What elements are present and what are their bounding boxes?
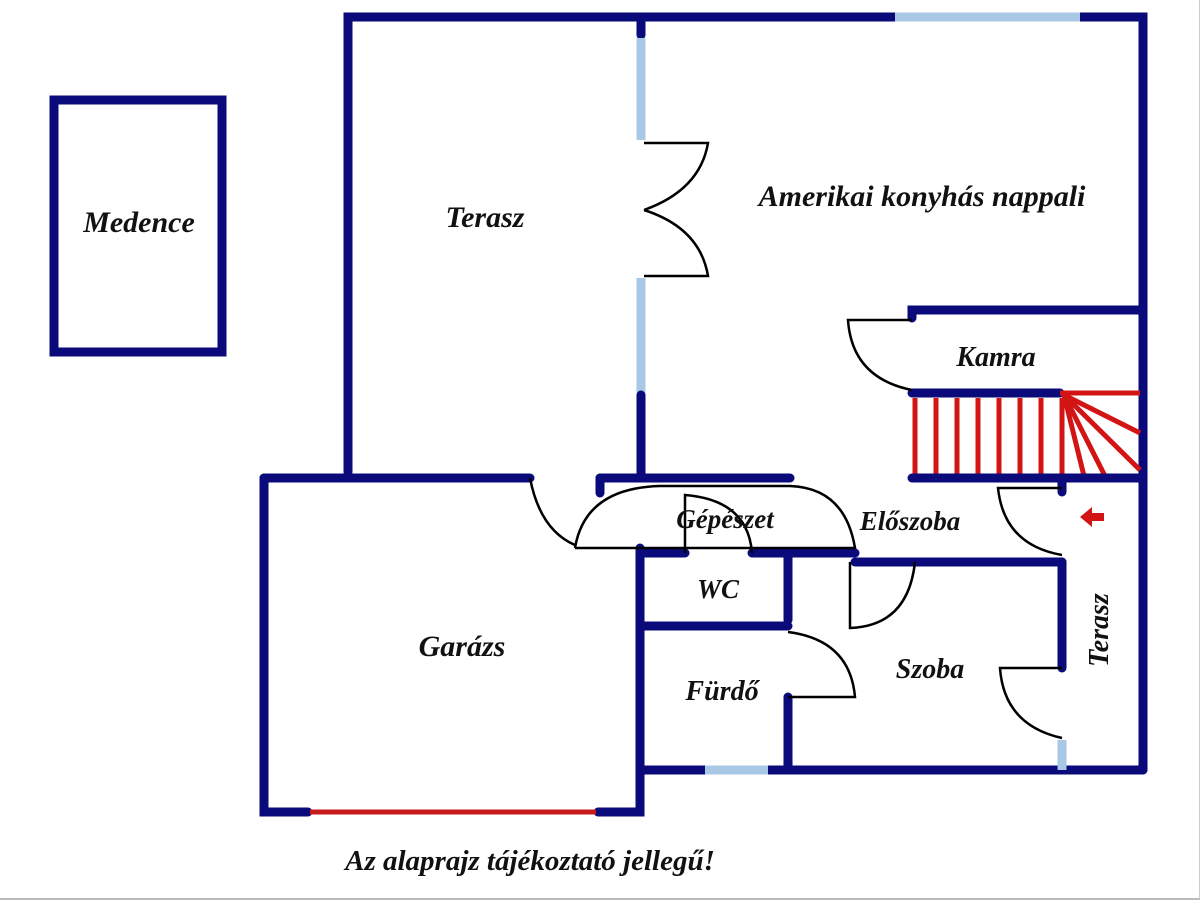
pantry-walls [907, 305, 1148, 398]
stairs [912, 390, 1142, 478]
door-garage-inner [528, 477, 576, 547]
double-door-terrace [643, 141, 710, 278]
label-pantry: Kamra [955, 342, 1035, 373]
service-walls [595, 473, 1067, 775]
label-terrace-side: Terasz [1084, 593, 1115, 667]
frame-bottom-edge [0, 898, 1200, 900]
door-room-entry [848, 561, 917, 630]
label-bathroom: Fürdő [684, 676, 760, 707]
label-room: Szoba [896, 654, 964, 685]
door-gepeszet [573, 484, 857, 550]
entrance-arrow-icon [1080, 507, 1104, 527]
label-terrace-main: Terasz [446, 201, 525, 234]
door-bathroom [787, 630, 857, 699]
outer-walls [259, 12, 1148, 817]
label-garage: Garázs [419, 630, 506, 663]
label-pool: Medence [82, 206, 195, 239]
label-hallway: Előszoba [859, 506, 961, 536]
label-wc: WC [697, 574, 740, 604]
door-room-terrace [998, 666, 1063, 740]
footer-note: Az alaprajz tájékoztató jellegű! [343, 845, 715, 877]
door-pantry [846, 318, 913, 392]
door-front [996, 486, 1063, 557]
label-living-kitchen: Amerikai konyhás nappali [757, 180, 1086, 213]
pool-outline [49, 95, 227, 357]
label-utility: Gépészet [676, 504, 775, 534]
door-wc [683, 493, 754, 554]
